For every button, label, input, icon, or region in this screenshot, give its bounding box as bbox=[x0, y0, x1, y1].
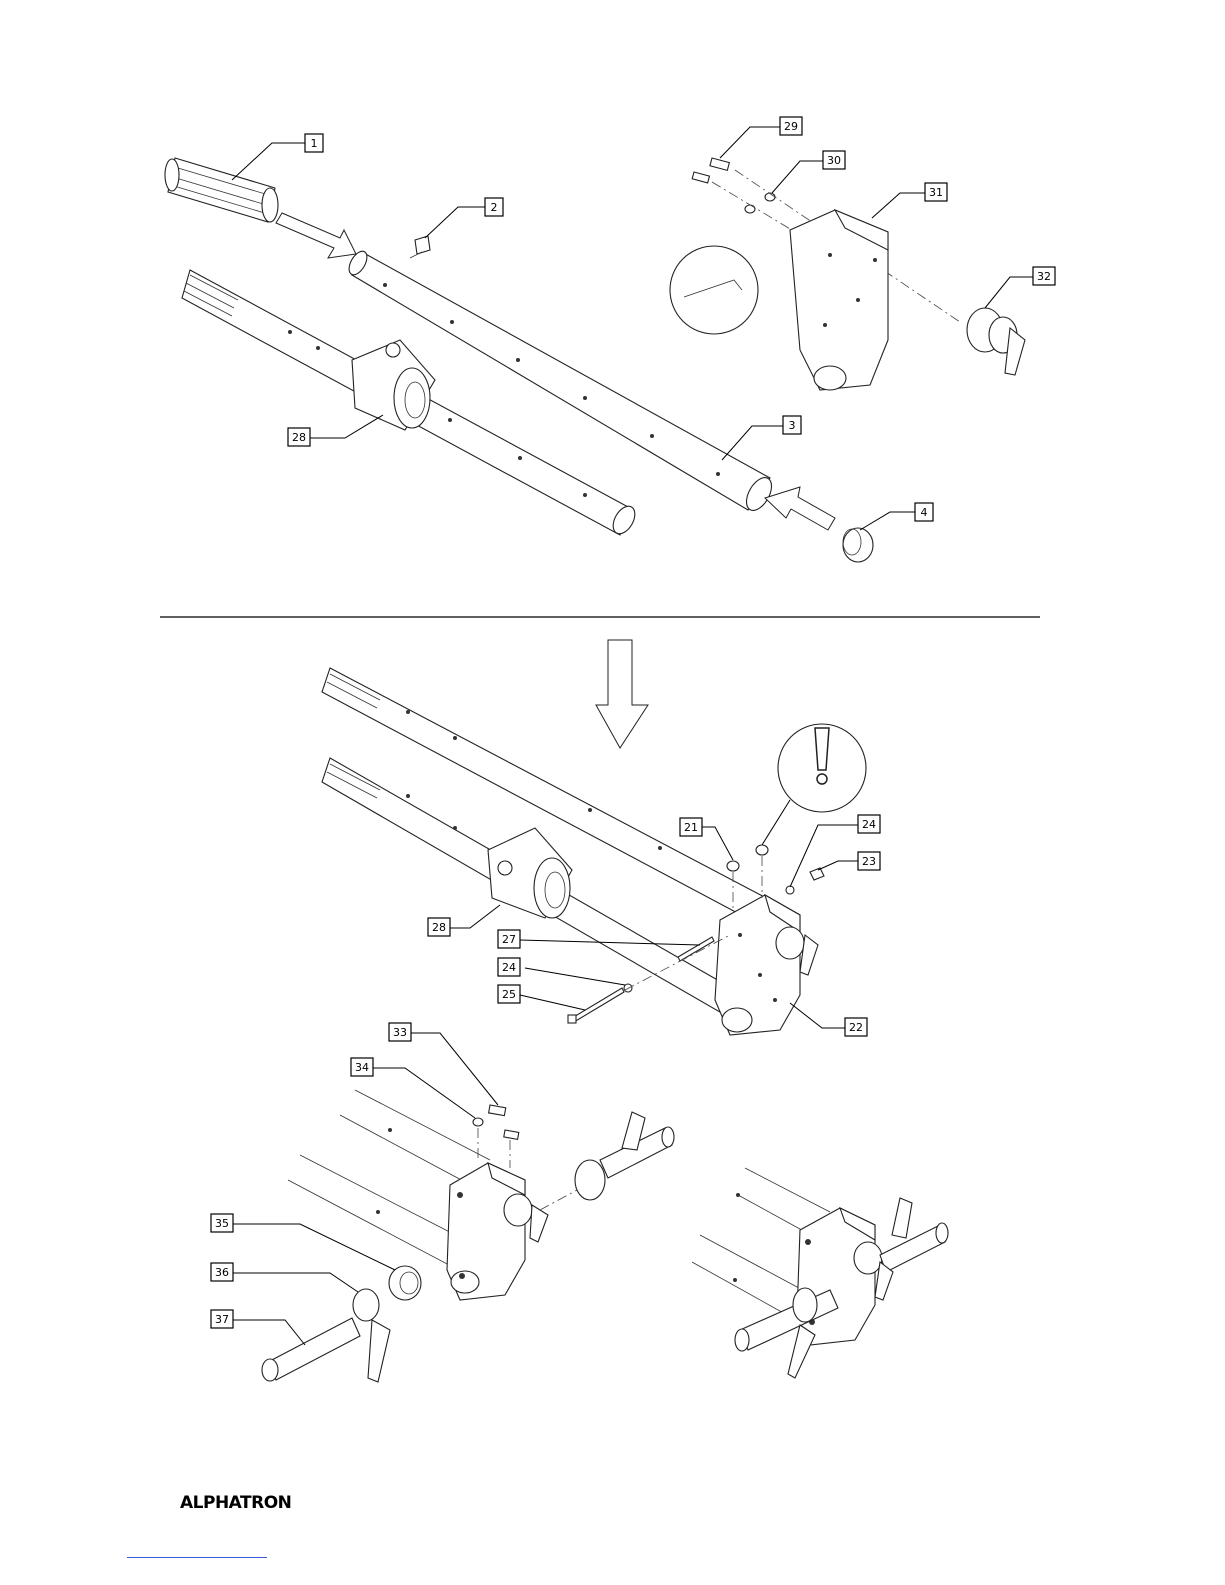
part-32-clamp bbox=[967, 308, 1025, 375]
callout-32: 32 bbox=[985, 267, 1055, 308]
part-23-nut bbox=[810, 868, 824, 880]
svg-text:27: 27 bbox=[502, 933, 516, 946]
arrow-insert-end-icon bbox=[765, 487, 835, 530]
svg-text:28: 28 bbox=[432, 921, 446, 934]
svg-text:28: 28 bbox=[292, 431, 306, 444]
callout-24-lower: 24 bbox=[498, 958, 625, 985]
part-37-handle bbox=[262, 1318, 360, 1381]
exclamation-warning-icon bbox=[815, 728, 829, 770]
part-28-collar-middle bbox=[488, 828, 572, 918]
callout-4: 4 bbox=[860, 503, 933, 530]
callout-21: 21 bbox=[680, 818, 733, 860]
svg-text:32: 32 bbox=[1037, 270, 1051, 283]
svg-text:35: 35 bbox=[215, 1217, 229, 1230]
assembly-arrow-icon bbox=[596, 640, 648, 748]
svg-text:3: 3 bbox=[789, 419, 796, 432]
svg-text:29: 29 bbox=[784, 120, 798, 133]
callout-1: 1 bbox=[232, 134, 323, 180]
svg-text:25: 25 bbox=[502, 988, 516, 1001]
callout-36: 36 bbox=[211, 1263, 358, 1292]
callout-35: 35 bbox=[211, 1214, 395, 1270]
svg-text:4: 4 bbox=[921, 506, 928, 519]
arrow-insert-top-icon bbox=[276, 213, 356, 258]
callout-28-middle: 28 bbox=[428, 905, 500, 936]
callout-2: 2 bbox=[425, 198, 503, 238]
callout-29: 29 bbox=[720, 117, 802, 158]
clamp-bottom-left bbox=[575, 1112, 674, 1200]
part-33-bolts bbox=[489, 1105, 519, 1139]
callout-28-top: 28 bbox=[288, 415, 383, 446]
svg-text:33: 33 bbox=[393, 1026, 407, 1039]
svg-text:2: 2 bbox=[491, 201, 498, 214]
hex-key-detail bbox=[670, 246, 758, 334]
final-assembly bbox=[692, 1168, 948, 1378]
svg-text:24: 24 bbox=[502, 961, 516, 974]
svg-text:1: 1 bbox=[311, 137, 318, 150]
warning-detail bbox=[762, 724, 866, 845]
svg-text:21: 21 bbox=[684, 821, 698, 834]
part-22-bracket bbox=[715, 895, 818, 1035]
part-1-fluted-insert bbox=[165, 158, 278, 222]
part-2-thumb-screw bbox=[410, 236, 430, 258]
svg-text:30: 30 bbox=[827, 154, 841, 167]
callout-25: 25 bbox=[498, 985, 585, 1010]
part-27-pin bbox=[678, 937, 714, 961]
svg-text:37: 37 bbox=[215, 1313, 229, 1326]
part-34-washer bbox=[473, 1118, 483, 1126]
part-35-bushing bbox=[389, 1266, 421, 1300]
svg-text:22: 22 bbox=[849, 1021, 863, 1034]
callout-30: 30 bbox=[772, 151, 845, 193]
footer-link-rule[interactable] bbox=[127, 1557, 267, 1558]
callout-37: 37 bbox=[211, 1310, 305, 1345]
callout-24-upper: 24 bbox=[790, 815, 880, 887]
callout-22: 22 bbox=[790, 1003, 867, 1036]
part-28-collar-top bbox=[352, 340, 435, 430]
svg-text:24: 24 bbox=[862, 818, 876, 831]
svg-text:23: 23 bbox=[862, 855, 876, 868]
callout-23: 23 bbox=[818, 852, 880, 870]
svg-text:36: 36 bbox=[215, 1266, 229, 1279]
svg-text:31: 31 bbox=[929, 186, 943, 199]
callout-3: 3 bbox=[722, 416, 801, 460]
svg-text:34: 34 bbox=[355, 1061, 369, 1074]
callout-33: 33 bbox=[389, 1023, 498, 1105]
bracket-bottom-left bbox=[447, 1163, 548, 1300]
callout-31: 31 bbox=[872, 183, 947, 218]
callout-34: 34 bbox=[351, 1058, 475, 1118]
part-30-washers bbox=[745, 193, 775, 213]
part-29-bolts bbox=[692, 158, 729, 183]
part-25-bolt bbox=[568, 988, 624, 1023]
part-24-washer-upper bbox=[786, 886, 794, 894]
alphatron-logo: ALPHATRON bbox=[180, 1493, 291, 1513]
part-31-bracket bbox=[790, 210, 888, 390]
part-4-end-cap bbox=[843, 528, 873, 562]
